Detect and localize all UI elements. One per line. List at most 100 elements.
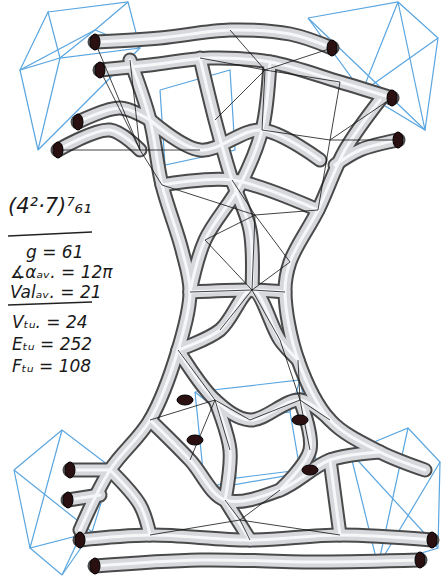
tube-body <box>150 120 320 160</box>
triangulation-edge <box>100 70 140 150</box>
triangulation-edge <box>265 70 340 82</box>
tube-end <box>415 552 425 568</box>
formula-label: ∡αₐᵥ. = 12π <box>8 262 115 282</box>
tube-highlight <box>95 30 332 48</box>
tube-body <box>78 108 150 122</box>
tube-end <box>177 395 193 405</box>
tube-body <box>95 30 332 48</box>
triangulation-edge <box>190 290 252 292</box>
tube-highlight <box>100 58 392 98</box>
formula-label: Valₐᵥ. = 21 <box>8 282 104 302</box>
triangulation-edge <box>250 400 300 420</box>
wireframe-edge <box>30 548 62 575</box>
tube-end <box>187 435 203 445</box>
tube-body <box>58 130 140 150</box>
tube-highlight <box>70 469 110 472</box>
tube-end <box>292 415 308 425</box>
tube-body <box>280 400 311 490</box>
tube-outline <box>80 535 432 540</box>
tube-body <box>95 560 420 566</box>
wireframe-edge <box>378 462 440 566</box>
wireframe-edge <box>398 2 425 130</box>
tube-highlight <box>225 500 250 540</box>
tube-end <box>65 462 75 478</box>
triangulation-edge <box>252 290 285 292</box>
triangulation-edge <box>130 60 140 150</box>
triangulation-edge <box>252 262 290 290</box>
triangulation-edge <box>205 240 252 290</box>
tube-end <box>327 40 337 56</box>
tube-outline <box>58 130 140 150</box>
triangulation-edge <box>95 42 140 150</box>
formula-label: Fₜᵤ = 108 <box>10 356 93 376</box>
triangulation-edge <box>190 400 215 460</box>
tube-highlight <box>80 535 432 540</box>
wireframe-edge <box>362 2 438 92</box>
tube-highlight <box>150 120 320 160</box>
triangulation-edge <box>178 350 215 400</box>
tube-end <box>90 558 100 574</box>
wireframe-edge <box>20 30 95 70</box>
triangulation-lines <box>58 30 398 540</box>
tube-highlight <box>162 179 318 210</box>
tube-highlight <box>150 420 380 502</box>
tube-highlight <box>58 130 140 150</box>
tube-outline <box>95 560 420 566</box>
tube-highlight <box>215 400 230 500</box>
tube-highlight <box>190 62 270 292</box>
triangulation-edge <box>330 98 392 140</box>
triangulation-edge <box>318 140 330 210</box>
tube-highlight <box>280 400 311 490</box>
tube-highlight <box>335 140 398 165</box>
triangulation-edge <box>262 130 330 140</box>
triangulation-edge <box>330 82 340 140</box>
triangulation-edge <box>255 210 318 215</box>
tube-highlight <box>178 290 298 360</box>
tube-end <box>427 532 437 548</box>
tube-outline <box>70 463 110 478</box>
tube-outline <box>330 460 340 535</box>
tube-outline <box>190 290 285 292</box>
triangulation-edge <box>205 215 255 240</box>
tube-body <box>70 465 110 476</box>
tube-end <box>302 465 318 475</box>
tube-end <box>73 114 83 130</box>
triangulation-edge <box>230 30 265 70</box>
triangulation-edge <box>252 290 280 340</box>
tube-body <box>80 535 432 540</box>
triangulation-edge <box>215 400 230 450</box>
tube-body <box>330 460 340 535</box>
tube-body <box>215 400 230 500</box>
triangulation-edge <box>240 490 280 520</box>
formula-label: (4²·7)⁷₆₁ <box>6 194 93 218</box>
formula-label: Vₜᵤ. = 24 <box>10 312 90 332</box>
tube-surface <box>58 30 432 566</box>
tube-end <box>90 34 100 50</box>
tube-end <box>95 62 105 78</box>
triangulation-edge <box>140 150 200 151</box>
tube-end <box>63 492 73 508</box>
triangulation-edge <box>330 140 398 141</box>
tube-highlight <box>190 290 285 292</box>
tube-highlight <box>78 108 150 122</box>
tube-end <box>53 142 63 158</box>
triangulation-edge <box>200 58 265 70</box>
tube-body <box>225 500 250 540</box>
tube-highlight <box>110 470 150 535</box>
tube-highlight <box>330 460 340 535</box>
triangulation-edge <box>262 70 265 130</box>
triangulation-edge <box>255 215 290 262</box>
triangulation-edge <box>240 520 340 535</box>
triangulation-edge <box>240 520 250 540</box>
wireframe-edge <box>20 58 60 150</box>
formula-label: g = 61 <box>24 242 85 262</box>
triangulation-edge <box>140 150 162 185</box>
tube-highlight <box>95 560 420 566</box>
triangulation-edge <box>58 150 140 151</box>
triangulation-edge <box>220 290 252 330</box>
triangulation-edge <box>265 48 332 70</box>
triangulation-edge <box>232 180 255 215</box>
tube-outline <box>110 470 150 535</box>
tube-ends <box>53 34 437 574</box>
